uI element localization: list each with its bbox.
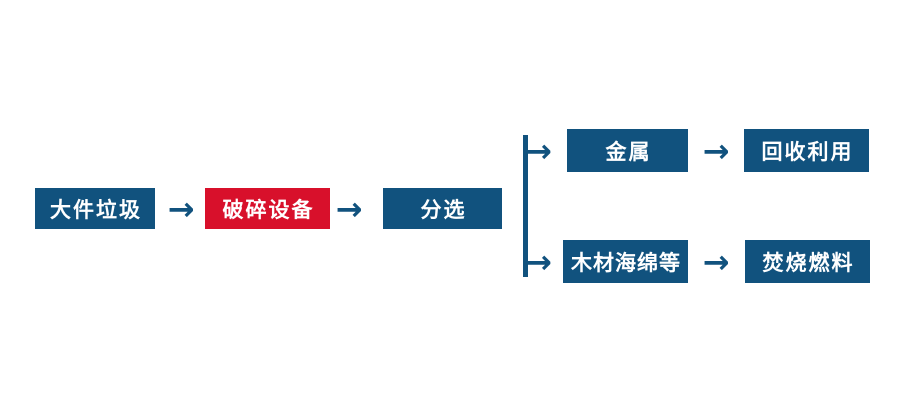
arrow-bulky-to-crushing-icon: → (167, 189, 195, 228)
node-wood-sponge: 木材海绵等 (563, 240, 688, 283)
arrow-crushing-to-sorting-icon: → (335, 189, 363, 228)
node-crushing-equipment: 破碎设备 (205, 188, 330, 229)
arrow-metal-to-recycling-icon: → (702, 131, 730, 170)
arrow-sorting-to-metal-icon: → (525, 132, 552, 170)
branch-connector-line (523, 135, 528, 277)
node-incineration-fuel: 焚烧燃料 (745, 240, 870, 283)
arrow-wood-to-incineration-icon: → (702, 242, 730, 281)
node-sorting: 分选 (383, 188, 502, 229)
node-bulky-waste: 大件垃圾 (35, 188, 155, 229)
node-metal: 金属 (567, 129, 688, 172)
arrow-sorting-to-wood-icon: → (525, 242, 552, 281)
node-recycling: 回收利用 (744, 129, 869, 172)
